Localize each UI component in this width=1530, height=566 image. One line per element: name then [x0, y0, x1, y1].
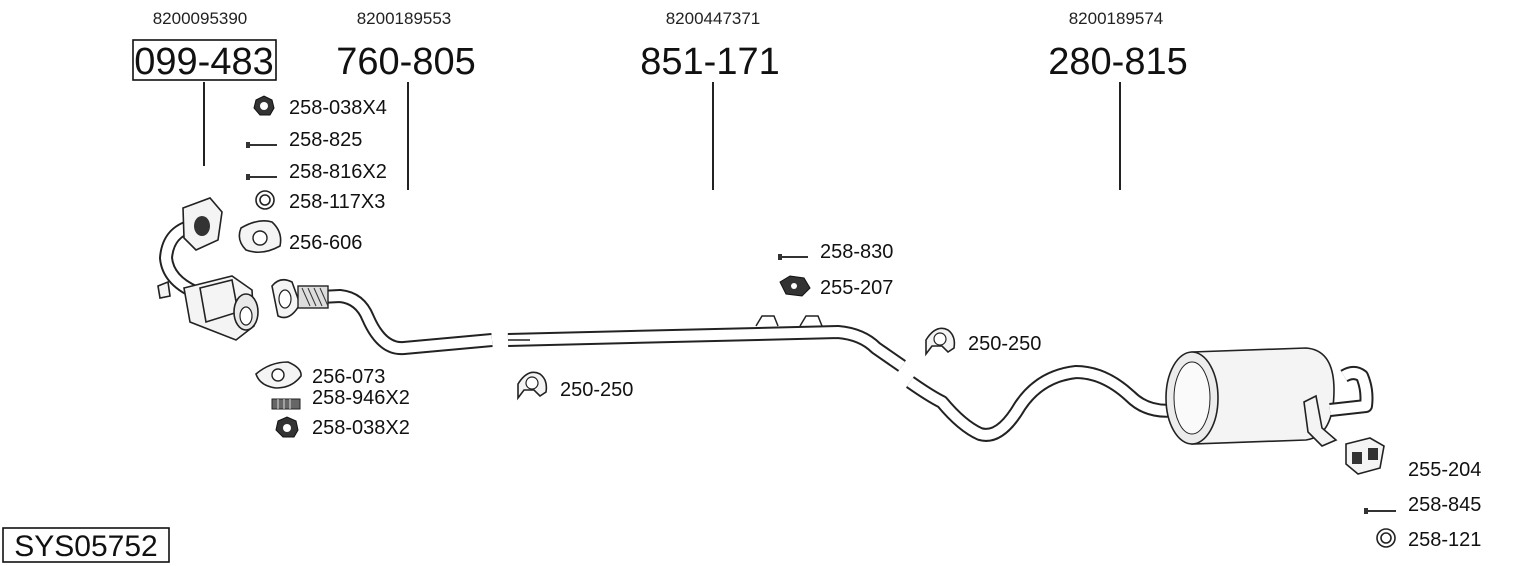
hardware-label: 256-606: [289, 232, 362, 254]
hardware-label: 250-250: [560, 379, 633, 401]
part-number-1[interactable]: 099-483: [134, 41, 273, 83]
hardware-label: 255-204: [1408, 459, 1481, 481]
hardware-label: 258-117X3: [289, 191, 385, 213]
hardware-label: 256-073: [312, 366, 385, 388]
bolt-icon: [1364, 508, 1396, 514]
system-code-box: [2, 527, 170, 563]
hardware-label: 258-830: [820, 241, 893, 263]
hardware-label: 258-816X2: [289, 161, 387, 183]
oem-number-3: 8200447371: [666, 9, 761, 28]
hardware-label: 258-038X4: [289, 97, 387, 119]
nut-icon: [275, 416, 299, 438]
clamp-icon: [925, 327, 956, 357]
system-code: SYS05752: [14, 530, 157, 563]
hardware-label: 258-121: [1408, 529, 1481, 551]
front-pipe[interactable]: [271, 278, 493, 356]
oem-number-2: 8200189553: [357, 9, 452, 28]
hardware-label: 258-946X2: [312, 387, 410, 409]
hardware-label: 258-845: [1408, 494, 1481, 516]
bolt-icon: [246, 142, 277, 148]
intermediate-pipe[interactable]: [507, 315, 906, 372]
oem-number-4: 8200189574: [1069, 9, 1164, 28]
hardware-label: 258-038X2: [312, 417, 410, 439]
bolt-icon: [246, 174, 277, 180]
bolt-icon: [778, 254, 808, 260]
rubber-mount-icon: [1345, 437, 1385, 475]
rear-silencer[interactable]: [905, 347, 1374, 447]
oem-number-1: 8200095390: [153, 9, 248, 28]
part-number-2[interactable]: 760-805: [336, 41, 475, 83]
gasket-icon: [238, 220, 282, 254]
part-number-3[interactable]: 851-171: [640, 41, 779, 83]
catalytic-converter[interactable]: [157, 197, 259, 341]
part-number-box: [132, 39, 277, 81]
leader-lines: [203, 82, 1121, 190]
washer-ring-icon: [255, 190, 275, 210]
stud-icon: [271, 398, 301, 410]
washer-ring-icon: [1376, 528, 1396, 548]
hanger-bracket-icon: [755, 315, 823, 327]
part-number-4[interactable]: 280-815: [1048, 41, 1187, 83]
hardware-label: 250-250: [968, 333, 1041, 355]
clamp-icon: [517, 371, 548, 401]
nut-icon: [253, 95, 275, 116]
rubber-mount-icon: [779, 275, 811, 297]
hardware-label: 258-825: [289, 129, 362, 151]
gasket-icon: [255, 361, 302, 389]
hardware-label: 255-207: [820, 277, 893, 299]
